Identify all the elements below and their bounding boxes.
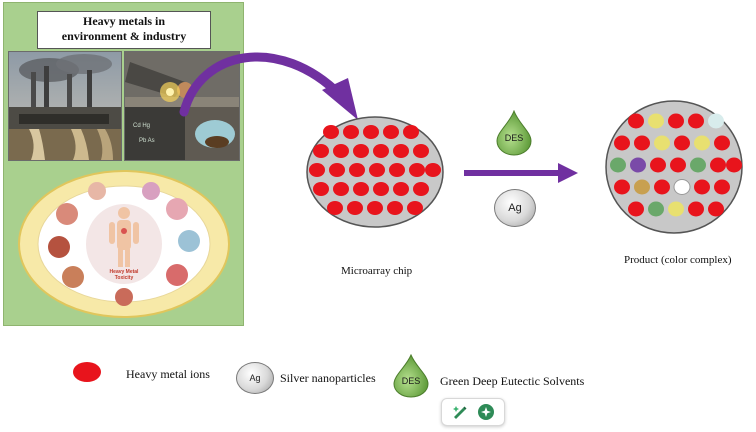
product-dot [708, 113, 724, 129]
svg-text:Cd Hg: Cd Hg [133, 123, 150, 129]
floating-toolbar[interactable] [441, 398, 505, 426]
chip-dot [387, 201, 403, 215]
chip-dot [363, 125, 379, 139]
reaction-arrow [464, 163, 578, 183]
chip-dot [349, 163, 365, 177]
chip-dot [413, 144, 429, 158]
chip-dot [369, 163, 385, 177]
pencil-sparkle-icon[interactable] [451, 403, 469, 421]
product-dot [614, 179, 630, 195]
chip-label: Microarray chip [341, 265, 413, 277]
ai-assistant-icon[interactable] [477, 403, 495, 421]
product-dot [688, 201, 704, 217]
chip-dot [327, 201, 343, 215]
chip-dot [347, 201, 363, 215]
curved-arrow [179, 52, 358, 120]
legend-silver: Silver nanoparticles [280, 371, 376, 385]
legend-metal-ions: Heavy metal ions [126, 367, 210, 381]
product-dot [648, 201, 664, 217]
product-dot [670, 157, 686, 173]
legend-des-drop: DES [392, 353, 430, 398]
chip-dot [313, 144, 329, 158]
product-dot [714, 135, 730, 151]
chip-dot [393, 144, 409, 158]
product-dot [654, 135, 670, 151]
chip-dot [367, 201, 383, 215]
chip-dot [353, 182, 369, 196]
product-dot [648, 113, 664, 129]
product-dot [714, 179, 730, 195]
product-dot [610, 157, 626, 173]
product-dot [690, 157, 706, 173]
product-dot [634, 135, 650, 151]
product-dot [634, 179, 650, 195]
chip-dot [333, 182, 349, 196]
panel-title-line2: environment & industry [61, 29, 187, 43]
chip-dot [313, 182, 329, 196]
product-label: Product (color complex) [624, 254, 732, 266]
legend-solvents: Green Deep Eutectic Solvents [440, 374, 585, 388]
legend-ag-label: Ag [249, 373, 261, 383]
panel-title-line1: Heavy metals in [83, 14, 165, 28]
chip-dot [333, 144, 349, 158]
chip-dot [409, 163, 425, 177]
ag-label: Ag [508, 202, 522, 214]
product-dot [628, 113, 644, 129]
product-dot [688, 113, 704, 129]
legend-ag-icon: Ag [236, 362, 274, 394]
chip-dot [323, 125, 339, 139]
chip-dot [373, 144, 389, 158]
product-dot [710, 157, 726, 173]
product-dot [614, 135, 630, 151]
heavy-metals-panel: Heavy metals in environment & industry [3, 2, 244, 326]
product-dot [726, 157, 742, 173]
product-dot [708, 201, 724, 217]
product-chip [604, 99, 744, 240]
product-dot [694, 135, 710, 151]
chip-dot [353, 144, 369, 158]
legend-des-label: DES [401, 376, 421, 386]
chip-dot [343, 125, 359, 139]
svg-text:Pb As: Pb As [139, 138, 155, 144]
des-drop: DES [495, 109, 533, 156]
chip-dot [393, 182, 409, 196]
product-dot [650, 157, 666, 173]
product-dot [673, 179, 691, 195]
ag-nanoparticle-icon: Ag [494, 189, 536, 227]
product-dot [668, 201, 684, 217]
chip-dot [389, 163, 405, 177]
chip-dot [329, 163, 345, 177]
chip-dot [383, 125, 399, 139]
product-dot [674, 135, 690, 151]
legend-red-dot [73, 362, 101, 382]
panel-title: Heavy metals in environment & industry [37, 11, 211, 49]
svg-text:Toxicity: Toxicity [115, 275, 134, 281]
chip-dot [407, 201, 423, 215]
product-dot [654, 179, 670, 195]
product-dot [694, 179, 710, 195]
des-drop-label: DES [504, 133, 524, 143]
factory-pollution-photo [8, 51, 122, 161]
chip-dot [413, 182, 429, 196]
heavy-metal-toxicity-wheel: Heavy Metal Toxicity [17, 169, 231, 319]
product-dot [668, 113, 684, 129]
chip-dot [403, 125, 419, 139]
product-dot [630, 157, 646, 173]
microarray-chip [305, 115, 445, 234]
chip-dot [373, 182, 389, 196]
chip-dot [425, 163, 441, 177]
product-dot [628, 201, 644, 217]
chip-dot [309, 163, 325, 177]
svg-text:Heavy Metal: Heavy Metal [110, 269, 140, 275]
